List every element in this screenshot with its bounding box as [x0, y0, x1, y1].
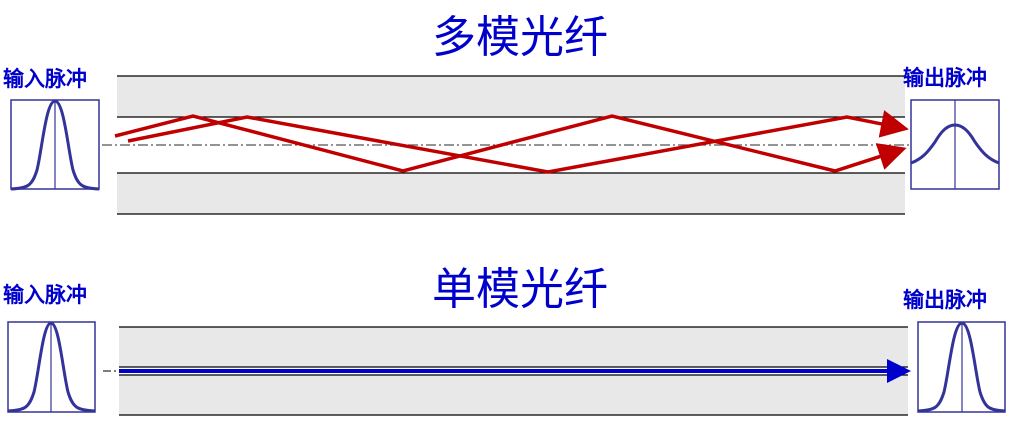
singlemode-input-pulse: [7, 321, 96, 413]
multimode-cladding-bottom: [117, 173, 905, 214]
singlemode-output-label: 输出脉冲: [903, 288, 987, 312]
multimode-cladding-top: [117, 76, 905, 117]
singlemode-section: 单模光纤 输入脉冲 输出脉冲: [3, 264, 1006, 416]
multimode-section: 多模光纤 输入脉冲 输出脉冲: [3, 12, 1000, 215]
multimode-ray-2: [127, 110, 909, 174]
multimode-input-label: 输入脉冲: [3, 67, 87, 91]
multimode-title: 多模光纤: [432, 12, 608, 63]
multimode-output-pulse: [910, 99, 1000, 190]
multimode-output-label: 输出脉冲: [903, 66, 987, 90]
multimode-ray-1: [114, 114, 907, 173]
singlemode-output-pulse: [917, 321, 1006, 413]
singlemode-input-label: 输入脉冲: [3, 283, 87, 307]
singlemode-title: 单模光纤: [432, 264, 608, 315]
multimode-input-pulse: [10, 99, 100, 191]
